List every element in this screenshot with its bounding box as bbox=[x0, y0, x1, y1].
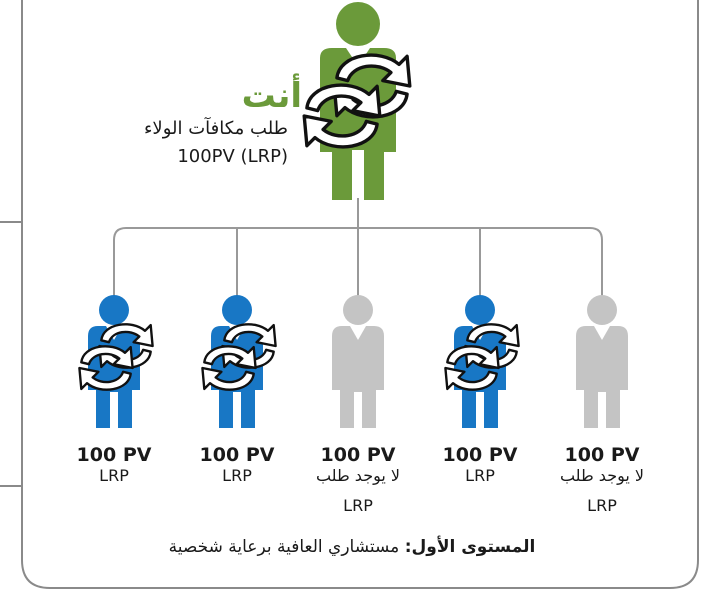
member-lrp-label: LRP bbox=[343, 496, 373, 515]
member-status-label: لا يوجد طلب bbox=[559, 466, 645, 485]
member-pv-label: 100 PV bbox=[320, 444, 396, 466]
member-pv-label: 100 PV bbox=[564, 444, 640, 466]
members-layer bbox=[78, 295, 628, 428]
member-status-label: لا يوجد طلب bbox=[315, 466, 401, 485]
member-status-label: LRP bbox=[465, 466, 495, 485]
member-status-label: LRP bbox=[99, 466, 129, 485]
member-pv-label: 100 PV bbox=[76, 444, 152, 466]
you-pv-label: 100PV (LRP) bbox=[177, 146, 288, 167]
footer-text: مستشاري العافية برعاية شخصية bbox=[168, 537, 400, 557]
member-lrp-label: LRP bbox=[587, 496, 617, 515]
member-pv-label: 100 PV bbox=[442, 444, 518, 466]
member-pv-label: 100 PV bbox=[199, 444, 275, 466]
footer-label: المستوى الأول: bbox=[404, 537, 536, 557]
you-title: أنت bbox=[241, 76, 302, 116]
member-person-icon bbox=[576, 295, 628, 428]
member-status-label: LRP bbox=[222, 466, 252, 485]
you-order-label: طلب مكافآت الولاء bbox=[143, 118, 288, 139]
tree-connectors bbox=[113, 198, 603, 300]
footer-caption: المستوى الأول: مستشاري العافية برعاية شخ… bbox=[0, 537, 704, 557]
panel-border bbox=[21, 0, 699, 589]
member-person-icon bbox=[332, 295, 384, 428]
